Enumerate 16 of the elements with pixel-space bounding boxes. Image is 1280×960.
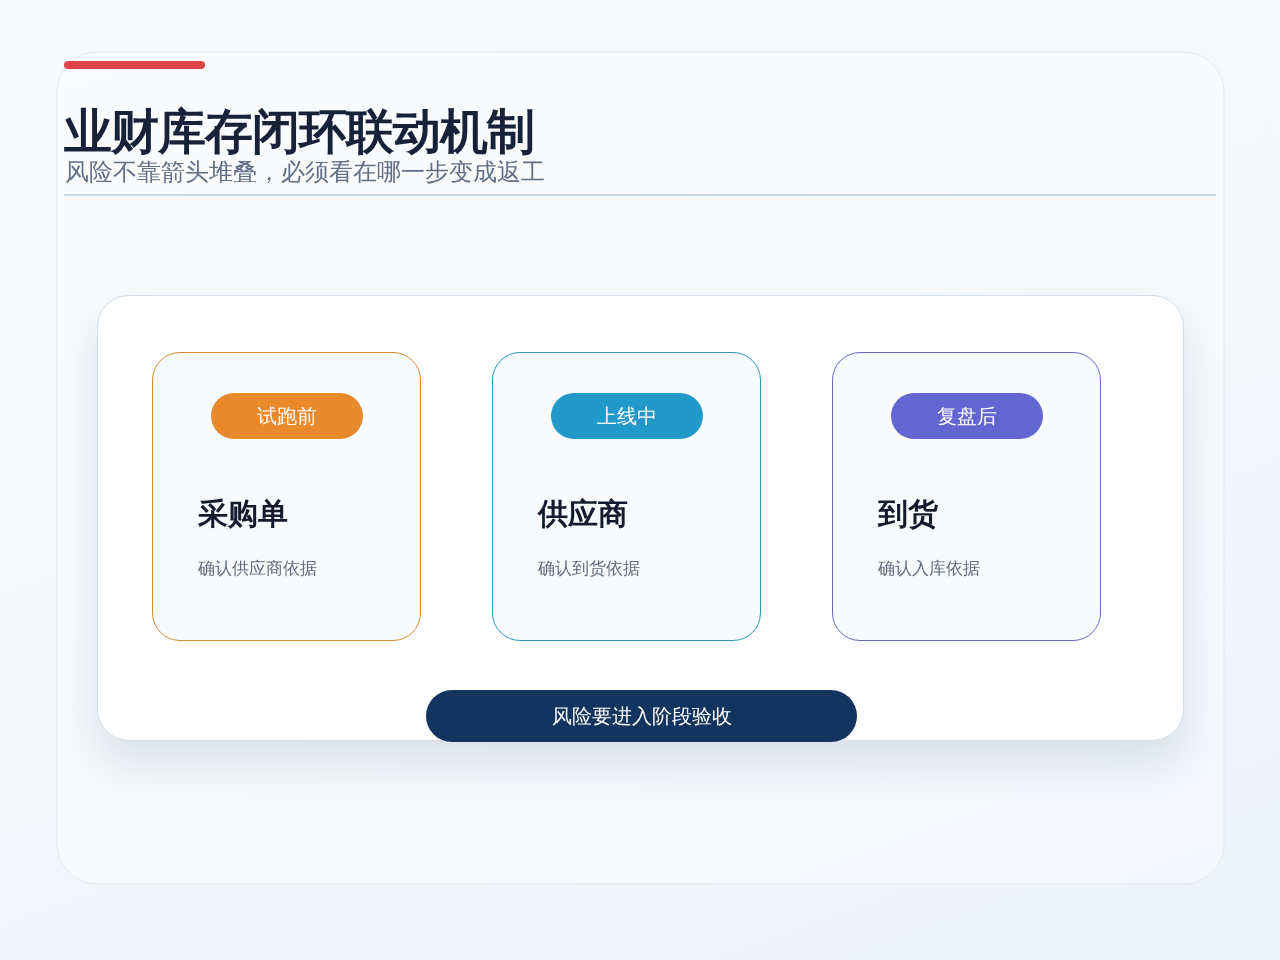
card-description: 确认入库依据 (878, 557, 980, 580)
title: 业财库存闭环联动机制 (64, 103, 534, 159)
stage-badge: 试跑前 (211, 393, 363, 439)
content-panel (97, 295, 1184, 741)
stage-card (152, 352, 421, 641)
subtitle: 风险不靠箭头堆叠，必须看在哪一步变成返工 (65, 157, 545, 187)
stage-card (832, 352, 1101, 641)
card-title: 采购单 (198, 495, 288, 533)
card-description: 确认到货依据 (538, 557, 640, 580)
card-title: 供应商 (538, 495, 628, 533)
stage-card (492, 352, 761, 641)
stage-badge: 复盘后 (891, 393, 1043, 439)
summary-pill: 风险要进入阶段验收 (426, 690, 857, 742)
card-title: 到货 (878, 495, 938, 533)
stage-badge: 上线中 (551, 393, 703, 439)
card-description: 确认供应商依据 (198, 557, 317, 580)
